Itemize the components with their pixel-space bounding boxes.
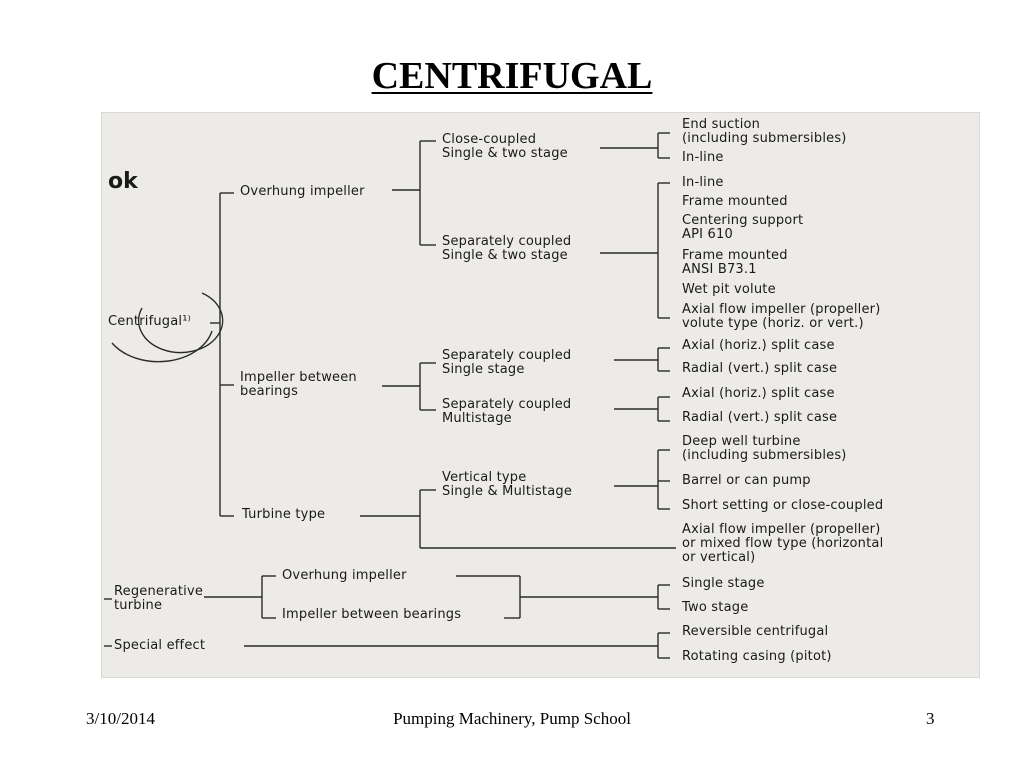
- regen-impeller-between-bearings-label: Impeller between bearings: [282, 607, 462, 622]
- regen-overhung-impeller-label: Overhung impeller: [282, 568, 407, 583]
- vertical-type-label: Vertical type Single & Multistage: [442, 470, 573, 499]
- footer-date: 3/10/2014: [86, 709, 155, 728]
- leaf-in-line-close: In-line: [682, 150, 724, 165]
- cycle-arrow-lower: [111, 330, 213, 363]
- leaf-frame-mounted: Frame mounted: [682, 194, 788, 209]
- special-effect-label: Special effect: [114, 638, 206, 653]
- leaf-wet-pit-volute: Wet pit volute: [682, 282, 776, 297]
- leaf-reversible-centrifugal: Reversible centrifugal: [682, 624, 829, 639]
- leaf-deep-well-turbine: Deep well turbine (including submersible…: [682, 434, 847, 463]
- overhung-impeller-label: Overhung impeller: [240, 184, 365, 199]
- impeller-between-bearings-label: Impeller between bearings: [240, 370, 357, 399]
- leaf-axial-split-case-1: Axial (horiz.) split case: [682, 338, 835, 353]
- footer-title: Pumping Machinery, Pump School: [393, 709, 631, 728]
- separately-coupled-two-stage-label: Separately coupled Single & two stage: [442, 234, 572, 263]
- leaf-in-line-separate: In-line: [682, 175, 724, 190]
- diagram-connectors: [104, 132, 676, 659]
- slide-title: CENTRIFUGAL: [371, 55, 653, 97]
- regenerative-turbine-label: Regenerative turbine: [114, 584, 204, 613]
- turbine-type-label: Turbine type: [242, 507, 326, 522]
- leaf-axial-flow-volute: Axial flow impeller (propeller) volute t…: [682, 302, 881, 331]
- leaf-radial-split-case-1: Radial (vert.) split case: [682, 361, 838, 376]
- cropped-heading-fragment: ok: [108, 169, 138, 194]
- leaf-axial-split-case-2: Axial (horiz.) split case: [682, 386, 835, 401]
- classification-diagram: ok Centrifugal¹⁾ Overhung impeller Impel…: [101, 112, 980, 678]
- leaf-barrel-pump: Barrel or can pump: [682, 473, 811, 488]
- root-centrifugal: Centrifugal¹⁾: [108, 314, 192, 329]
- leaf-short-setting: Short setting or close-coupled: [682, 498, 884, 513]
- footer-page-number: 3: [926, 709, 935, 728]
- close-coupled-label: Close-coupled Single & two stage: [442, 132, 568, 161]
- separately-coupled-multistage-label: Separately coupled Multistage: [442, 397, 572, 426]
- leaf-radial-split-case-2: Radial (vert.) split case: [682, 410, 838, 425]
- leaf-two-stage: Two stage: [682, 600, 749, 615]
- leaf-centering-support: Centering support API 610: [682, 213, 804, 242]
- leaf-frame-mounted-ansi: Frame mounted ANSI B73.1: [682, 248, 788, 277]
- leaf-end-suction: End suction (including submersibles): [682, 117, 847, 146]
- leaf-single-stage: Single stage: [682, 576, 765, 591]
- separately-coupled-single-stage-label: Separately coupled Single stage: [442, 348, 572, 377]
- leaf-axial-mixed-flow: Axial flow impeller (propeller) or mixed…: [682, 522, 884, 565]
- leaf-rotating-casing: Rotating casing (pitot): [682, 649, 832, 664]
